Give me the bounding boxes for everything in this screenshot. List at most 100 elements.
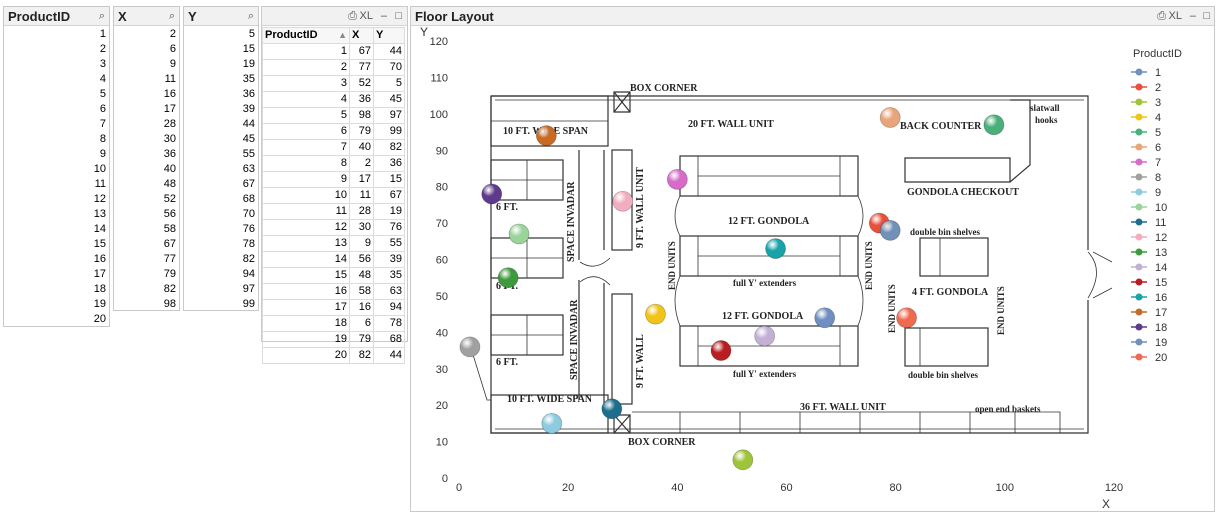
scatter-point-20[interactable] bbox=[896, 307, 917, 329]
list-item[interactable]: 15 bbox=[93, 238, 106, 250]
list-item[interactable]: 3 bbox=[99, 58, 106, 70]
list-item[interactable]: 35 bbox=[242, 73, 255, 85]
legend-entry-1[interactable]: 1 bbox=[1155, 67, 1161, 79]
print-icon[interactable]: ⎙ bbox=[348, 10, 357, 22]
maximize-icon[interactable]: □ bbox=[1203, 10, 1210, 22]
list-item[interactable]: 11 bbox=[164, 73, 176, 85]
legend-entry-13[interactable]: 13 bbox=[1155, 247, 1167, 259]
list-item[interactable]: 9 bbox=[99, 148, 106, 160]
list-item[interactable]: 79 bbox=[163, 268, 176, 280]
list-item[interactable]: 98 bbox=[163, 298, 176, 310]
legend-entry-10[interactable]: 10 bbox=[1155, 202, 1167, 214]
legend-entry-17[interactable]: 17 bbox=[1155, 307, 1167, 319]
list-item[interactable]: 16 bbox=[93, 253, 106, 265]
list-item[interactable]: 78 bbox=[242, 238, 255, 250]
scatter-point-6[interactable] bbox=[879, 107, 901, 128]
scatter-point-14[interactable] bbox=[754, 325, 776, 347]
list-item[interactable]: 13 bbox=[93, 208, 106, 220]
list-item[interactable]: 11 bbox=[94, 178, 106, 190]
list-item[interactable]: 17 bbox=[93, 268, 106, 280]
search-icon[interactable]: ⌕ bbox=[247, 10, 254, 22]
maximize-icon[interactable]: □ bbox=[395, 10, 402, 22]
excel-icon[interactable]: XL bbox=[1168, 10, 1182, 22]
list-item[interactable]: 19 bbox=[242, 58, 255, 70]
search-icon[interactable]: ⌕ bbox=[168, 10, 175, 22]
list-item[interactable]: 10 bbox=[93, 163, 106, 175]
list-item[interactable]: 68 bbox=[242, 193, 255, 205]
list-item[interactable]: 36 bbox=[163, 148, 176, 160]
legend-entry-15[interactable]: 15 bbox=[1155, 277, 1167, 289]
list-item[interactable]: 67 bbox=[163, 238, 176, 250]
list-item[interactable]: 58 bbox=[163, 223, 176, 235]
scatter-point-11[interactable] bbox=[601, 398, 623, 420]
scatter-point-13[interactable] bbox=[497, 267, 519, 289]
list-item[interactable]: 18 bbox=[93, 283, 106, 295]
list-item[interactable]: 4 bbox=[99, 73, 106, 85]
list-item[interactable]: 19 bbox=[93, 298, 106, 310]
search-icon[interactable]: ⌕ bbox=[98, 10, 105, 22]
list-item[interactable]: 6 bbox=[169, 43, 176, 55]
scatter-point-9[interactable] bbox=[541, 412, 563, 434]
legend-entry-9[interactable]: 9 bbox=[1155, 187, 1161, 199]
excel-icon[interactable]: XL bbox=[359, 10, 373, 22]
legend-entry-20[interactable]: 20 bbox=[1155, 352, 1167, 364]
legend-entry-8[interactable]: 8 bbox=[1155, 172, 1161, 184]
list-item[interactable]: 82 bbox=[242, 253, 255, 265]
list-item[interactable]: 36 bbox=[242, 88, 255, 100]
list-item[interactable]: 48 bbox=[163, 178, 176, 190]
scatter-point-8[interactable] bbox=[459, 336, 481, 358]
list-item[interactable]: 14 bbox=[93, 223, 106, 235]
legend-entry-12[interactable]: 12 bbox=[1155, 232, 1167, 244]
list-item[interactable]: 5 bbox=[248, 28, 255, 40]
scatter-point-10[interactable] bbox=[508, 223, 530, 245]
list-item[interactable]: 7 bbox=[99, 118, 106, 130]
scatter-point-12[interactable] bbox=[612, 190, 634, 212]
legend-entry-4[interactable]: 4 bbox=[1155, 112, 1161, 124]
list-item[interactable]: 6 bbox=[99, 103, 106, 115]
list-item[interactable]: 9 bbox=[169, 58, 176, 70]
list-item[interactable]: 44 bbox=[242, 118, 255, 130]
legend-entry-16[interactable]: 16 bbox=[1155, 292, 1167, 304]
list-item[interactable]: 28 bbox=[163, 118, 176, 130]
list-item[interactable]: 17 bbox=[163, 103, 176, 115]
list-item[interactable]: 8 bbox=[99, 133, 106, 145]
list-item[interactable]: 99 bbox=[242, 298, 255, 310]
scatter-point-5[interactable] bbox=[983, 114, 1005, 136]
scatter-point-17[interactable] bbox=[535, 125, 557, 147]
list-item[interactable]: 82 bbox=[163, 283, 176, 295]
list-item[interactable]: 94 bbox=[242, 268, 255, 280]
list-item[interactable]: 16 bbox=[163, 88, 176, 100]
scatter-point-15[interactable] bbox=[710, 340, 732, 361]
list-item[interactable]: 39 bbox=[242, 103, 255, 115]
list-item[interactable]: 97 bbox=[242, 283, 255, 295]
scatter-point-16[interactable] bbox=[765, 238, 786, 259]
legend-entry-5[interactable]: 5 bbox=[1155, 127, 1161, 139]
scatter-point-19[interactable] bbox=[879, 219, 901, 241]
list-item[interactable]: 63 bbox=[242, 163, 255, 175]
list-item[interactable]: 77 bbox=[163, 253, 176, 265]
list-item[interactable]: 45 bbox=[242, 133, 255, 145]
column-header-productid[interactable]: ProductID▲ bbox=[262, 27, 350, 44]
list-item[interactable]: 52 bbox=[163, 193, 176, 205]
list-item[interactable]: 76 bbox=[242, 223, 255, 235]
list-item[interactable]: 1 bbox=[99, 28, 106, 40]
list-item[interactable]: 70 bbox=[242, 208, 255, 220]
minimize-icon[interactable]: – bbox=[380, 10, 387, 22]
list-item[interactable]: 30 bbox=[163, 133, 176, 145]
legend-entry-6[interactable]: 6 bbox=[1155, 142, 1161, 154]
legend-entry-3[interactable]: 3 bbox=[1155, 97, 1161, 109]
legend-entry-14[interactable]: 14 bbox=[1155, 262, 1167, 274]
legend-entry-19[interactable]: 19 bbox=[1155, 337, 1167, 349]
print-icon[interactable]: ⎙ bbox=[1157, 10, 1166, 22]
legend-entry-7[interactable]: 7 bbox=[1155, 157, 1161, 169]
scatter-point-1[interactable] bbox=[814, 307, 836, 329]
list-item[interactable]: 2 bbox=[99, 43, 106, 55]
